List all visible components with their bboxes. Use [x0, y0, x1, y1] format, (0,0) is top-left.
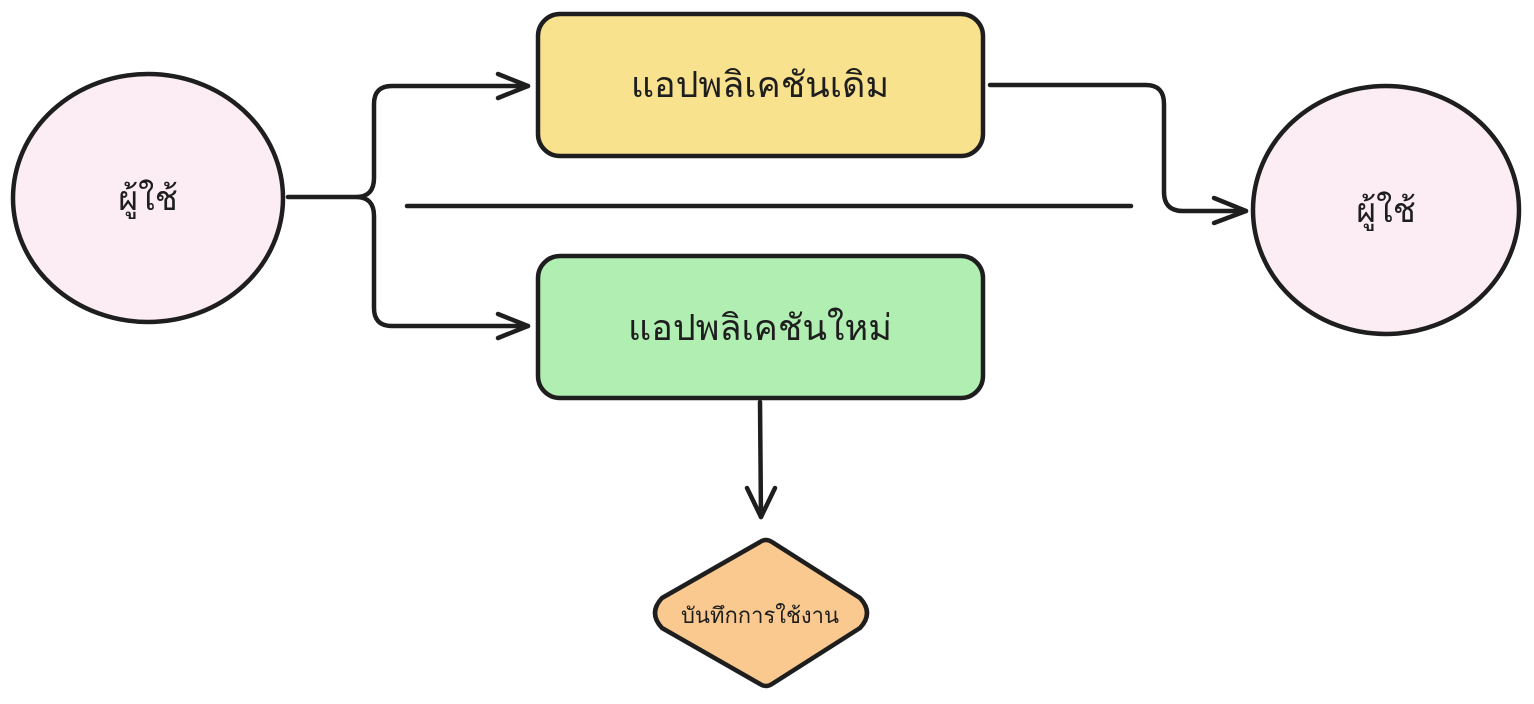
new-app-box [535, 253, 986, 401]
new-app-node: แอปพลิเคชันใหม่ [535, 253, 986, 401]
usage-log-node: บันทึกการใช้งาน [652, 537, 870, 689]
arrowhead-to-legacy-app [495, 71, 531, 101]
connector-legacy-to-user [987, 82, 1249, 214]
connector-new-app-to-log [757, 399, 764, 520]
legacy-app-box [535, 11, 986, 159]
user-left-label: ผู้ใช้ [118, 179, 178, 219]
arrowhead-to-new-app [495, 311, 531, 341]
legacy-app-label: แอปพลิเคชันเดิม [631, 65, 889, 106]
arrowhead-to-user-right [1211, 195, 1249, 226]
usage-log-diamond [652, 537, 870, 689]
user-left-node: ผู้ใช้ [10, 71, 286, 325]
new-app-label: แอปพลิเคชันใหม่ [628, 307, 892, 349]
user-right-label: ผู้ใช้ [1356, 191, 1416, 231]
arrowhead-to-usage-log [744, 485, 778, 520]
legacy-app-node: แอปพลิเคชันเดิม [535, 11, 986, 159]
branch-connector [285, 83, 531, 329]
user-left-circle [10, 71, 286, 325]
user-right-node: ผู้ใช้ [1250, 83, 1522, 337]
usage-log-label: บันทึกการใช้งาน [681, 603, 839, 629]
user-right-circle [1250, 83, 1522, 337]
